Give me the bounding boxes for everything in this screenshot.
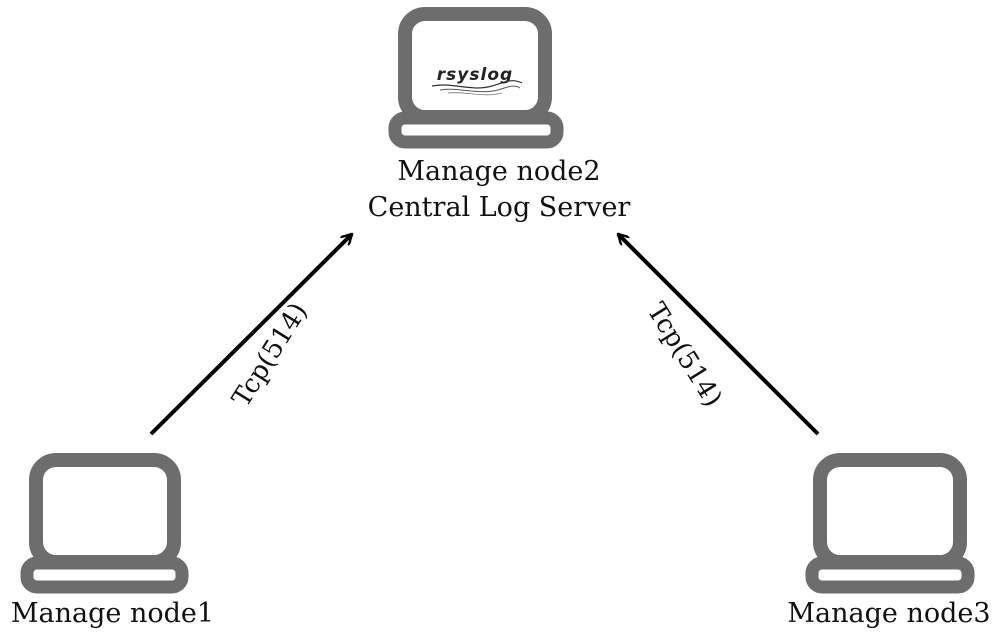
- central-server-label: Manage node2 Central Log Server: [329, 154, 669, 226]
- laptop-icon-right: [805, 453, 975, 594]
- arrow-right-to-center: [618, 234, 820, 436]
- laptop-icon-center: [388, 7, 564, 149]
- node1-label: Manage node1: [10, 598, 215, 629]
- central-server-title: Manage node2: [397, 156, 601, 187]
- arrow-left-to-center: [149, 234, 352, 436]
- rsyslog-logo-text: rsyslog: [437, 65, 513, 85]
- central-server-subtitle: Central Log Server: [367, 192, 631, 223]
- laptop-icon-left: [20, 453, 189, 594]
- node3-label: Manage node3: [787, 598, 991, 629]
- rsyslog-logo: rsyslog: [431, 65, 523, 96]
